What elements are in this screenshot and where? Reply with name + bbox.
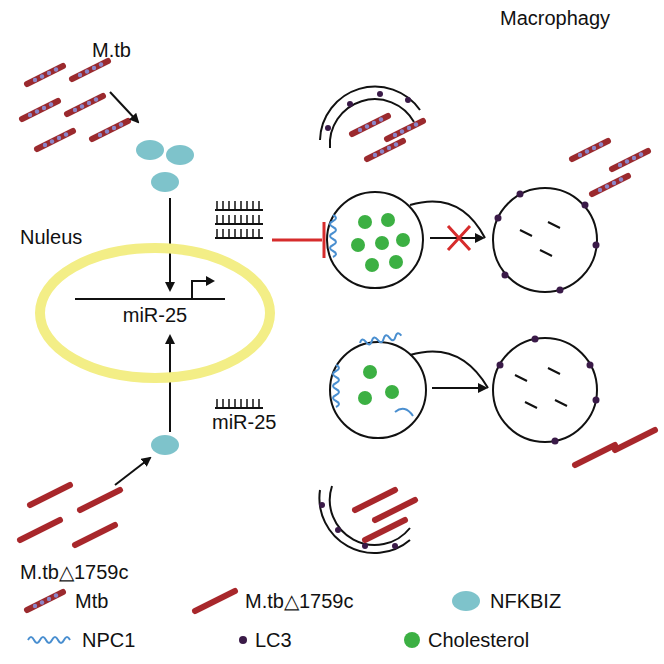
legend-label: M.tb△1759c [245, 589, 353, 613]
mirna-label: miR-25 [212, 410, 276, 434]
legend-label: NFKBIZ [490, 589, 561, 613]
legend-label: Cholesterol [428, 628, 529, 652]
legend-swatch [404, 632, 420, 648]
legend-label: NPC1 [82, 628, 135, 652]
gene-label: miR-25 [123, 303, 187, 327]
legend-swatch [452, 591, 480, 611]
legend-swatch [239, 636, 247, 644]
nucleus-label: Nuleus [20, 225, 82, 249]
strain-label: M.tb [92, 38, 131, 62]
legend-label: LC3 [255, 628, 292, 652]
nucleus: Nuleus miR-25 [20, 225, 280, 395]
panel-title: Macrophagy [500, 6, 610, 30]
legend-label: Mtb [75, 589, 108, 613]
strain-label: M.tb△1759c [20, 560, 128, 584]
